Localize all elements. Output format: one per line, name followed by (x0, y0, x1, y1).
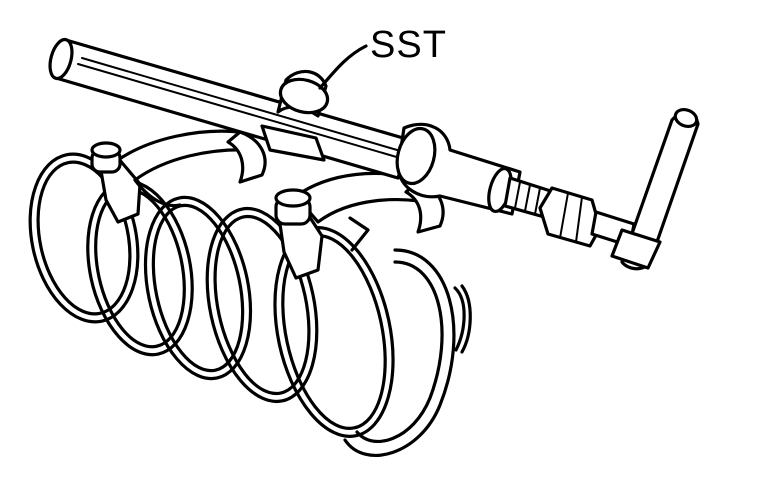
sst-hex-nut (538, 186, 602, 248)
spring-tail (453, 286, 466, 352)
spring-coil-1 (28, 152, 140, 324)
spring-coil-4 (205, 206, 319, 404)
sst-label: SST (370, 24, 447, 66)
rear-clamp (90, 129, 267, 224)
spring-coil-5 (273, 226, 395, 438)
spring-coil-3 (143, 195, 253, 381)
spring-end-coil (343, 248, 456, 457)
sst-leader-line (318, 44, 368, 90)
sst-tool (48, 37, 700, 271)
